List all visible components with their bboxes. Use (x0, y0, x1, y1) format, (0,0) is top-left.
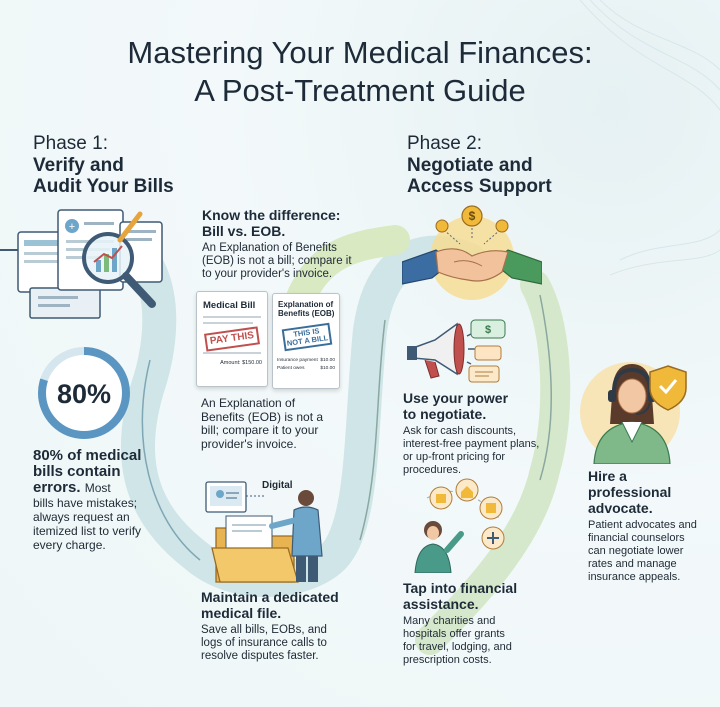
title-line-2: A Post-Treatment Guide (194, 73, 526, 108)
eob-row1-value: $10.00 (320, 358, 335, 363)
stat-ring: 80% (34, 343, 134, 443)
eob-row1-label: Insurance payment (277, 358, 318, 363)
negotiate-body-line1: Ask for cash discounts, (403, 425, 517, 437)
svg-text:$: $ (485, 324, 491, 336)
assistance-body-line4: prescription costs. (403, 654, 492, 666)
stat-heading-line3: errors. (33, 479, 81, 496)
stat-body-line1: bills have mistakes; (33, 496, 138, 510)
eob-caption: An Explanation of Benefits (EOB) is not … (201, 396, 331, 451)
eob-title-line2: Benefits (EOB) (278, 309, 335, 318)
page-title: Mastering Your Medical Finances: A Post-… (60, 34, 660, 110)
negotiate-body-line2: interest-free payment plans, (403, 438, 540, 450)
stat-body-line4: every charge. (33, 538, 106, 552)
digital-label: Digital (262, 480, 293, 491)
assistance-body-line2: hospitals offer grants (403, 628, 505, 640)
phase2-header: Phase 2: Negotiate and Access Support (407, 133, 552, 197)
assistance-block: Tap into financial assistance. Many char… (403, 580, 568, 667)
stat-body-line3: itemized list to verify (33, 524, 142, 538)
eob-caption-line3: bill; compare it to your (201, 423, 319, 437)
advocate-body-line2: financial counselors (588, 532, 685, 544)
medical-file-heading-line2: medical file. (201, 605, 282, 621)
eob-row2-value: $10.00 (320, 366, 335, 371)
stat-heading-line2: bills contain (33, 463, 121, 480)
advocate-heading-line2: professional (588, 484, 672, 500)
title-line-1: Mastering Your Medical Finances: (127, 35, 593, 70)
medical-file-body-line2: logs of insurance calls to (201, 637, 327, 649)
negotiate-body-line3: or up-front pricing for (403, 451, 506, 463)
bill-vs-eob-body-line1: An Explanation of Benefits (202, 242, 337, 254)
medical-bill-amount: Amount: $150.00 (220, 360, 262, 366)
medical-file-block: Maintain a dedicated medical file. Save … (201, 589, 361, 663)
not-a-bill-stamp: THIS IS NOT A BILL (281, 322, 333, 352)
pay-this-stamp: PAY THIS (204, 326, 260, 352)
assistance-heading-line1: Tap into financial (403, 580, 518, 596)
phase2-title-line1: Negotiate and (407, 155, 533, 176)
handshake-icon: $ (402, 205, 542, 300)
stat-percent: 80% (56, 379, 112, 409)
advocate-heading-line3: advocate. (588, 500, 653, 516)
advocate-heading-line1: Hire a (588, 468, 627, 484)
medical-bill-card: Medical Bill PAY THIS Amount: $150.00 (196, 291, 268, 387)
medical-file-body-line1: Save all bills, EOBs, and (201, 624, 327, 636)
negotiate-heading-line1: Use your power (403, 390, 509, 406)
eob-caption-line1: An Explanation of (201, 396, 296, 410)
svg-text:$: $ (469, 209, 476, 223)
stat-ring-graphic (38, 347, 130, 439)
eob-caption-line2: Benefits (EOB) is not a (201, 409, 324, 424)
negotiate-block: Use your power to negotiate. Ask for cas… (403, 390, 568, 477)
stat-body-inline: Most (84, 481, 111, 495)
bill-vs-eob-body-line2: (EOB) is not a bill; compare it (202, 255, 352, 267)
advocate-block: Hire a professional advocate. Patient ad… (588, 468, 713, 584)
eob-caption-line4: provider's invoice. (201, 436, 297, 451)
eob-row2-label: Patient owes (277, 366, 305, 371)
assistance-heading-line2: assistance. (403, 596, 479, 612)
svg-text:+: + (69, 221, 75, 233)
financial-assistance-icon (414, 478, 505, 573)
eob-card: Explanation of Benefits (EOB) THIS IS NO… (272, 293, 340, 389)
bill-vs-eob-body-line3: to your provider's invoice. (202, 268, 333, 280)
medical-bill-title: Medical Bill (203, 300, 256, 311)
bill-vs-eob-heading-line2: Bill vs. EOB. (202, 223, 286, 239)
stat-block: 80% of medical bills contain errors. Mos… (33, 447, 183, 553)
medical-file-body-line3: resolve disputes faster. (201, 650, 319, 662)
assistance-body-line1: Many charities and (403, 615, 496, 627)
phase2-label: Phase 2: (407, 133, 482, 154)
bill-vs-eob-block: Know the difference: Bill vs. EOB. An Ex… (202, 207, 362, 281)
advocate-headset-icon (580, 362, 687, 464)
medical-file-heading-line1: Maintain a dedicated (201, 589, 339, 605)
megaphone-icon: $ (407, 319, 506, 383)
advocate-body-line4: rates and manage (588, 558, 677, 570)
negotiate-heading-line2: to negotiate. (403, 406, 487, 422)
bill-vs-eob-heading-line1: Know the difference: (202, 207, 341, 223)
stat-body-line2: always request an (33, 510, 130, 524)
phase1-title-line2: Audit Your Bills (33, 176, 174, 197)
phase2-title-line2: Access Support (407, 176, 552, 197)
eob-title-line1: Explanation of (278, 300, 334, 309)
advocate-body-line1: Patient advocates and (588, 519, 697, 531)
stat-heading-line1: 80% of medical (33, 447, 142, 464)
phase1-header: Phase 1: Verify and Audit Your Bills (33, 133, 174, 197)
medical-file-folder-icon (205, 481, 323, 583)
phase1-title-line1: Verify and (33, 155, 124, 176)
negotiate-body-line4: procedures. (403, 464, 462, 476)
advocate-body-line3: can negotiate lower (588, 545, 684, 557)
assistance-body-line3: for travel, lodging, and (403, 641, 512, 653)
advocate-body-line5: insurance appeals. (588, 571, 681, 583)
phase1-label: Phase 1: (33, 133, 108, 154)
stat-ring-arc (38, 347, 130, 439)
audit-magnifier-icon: + (17, 209, 163, 319)
